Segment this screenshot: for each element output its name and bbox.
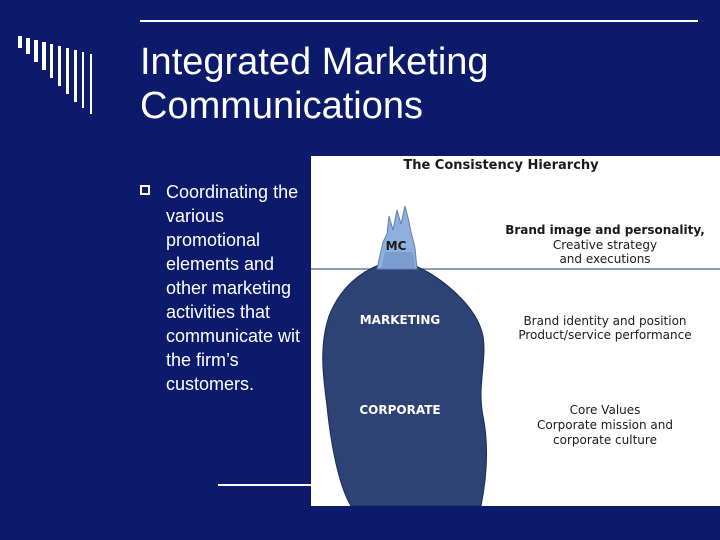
bottom-rule	[218, 484, 318, 486]
right-label-1a: Brand image and personality,	[505, 223, 705, 237]
corporate-label: CORPORATE	[359, 403, 440, 417]
bullet-text: Coordinating the various promotional ele…	[166, 180, 316, 396]
right-label-2a: Brand identity and position	[523, 314, 686, 328]
iceberg-diagram: The Consistency Hierarchy MC MARKETING C…	[311, 156, 720, 506]
diagram-title: The Consistency Hierarchy	[403, 158, 599, 173]
right-label-3a: Core Values	[570, 403, 641, 417]
square-bullet-icon	[140, 185, 150, 195]
tip-label: MC	[386, 239, 407, 253]
slide-title: Integrated Marketing Communications	[140, 40, 680, 128]
iceberg-submerged	[323, 264, 487, 506]
decorative-bars	[18, 36, 128, 116]
marketing-label: MARKETING	[360, 313, 441, 327]
consistency-hierarchy-figure: The Consistency Hierarchy MC MARKETING C…	[311, 156, 720, 506]
right-label-3c: corporate culture	[553, 433, 657, 447]
right-label-2b: Product/service performance	[518, 328, 691, 342]
right-label-1c: and executions	[559, 252, 650, 266]
title-line-2: Communications	[140, 84, 680, 128]
title-line-1: Integrated Marketing	[140, 40, 680, 84]
right-label-1b: Creative strategy	[553, 238, 657, 252]
top-rule	[140, 20, 698, 22]
right-label-3b: Corporate mission and	[537, 418, 673, 432]
